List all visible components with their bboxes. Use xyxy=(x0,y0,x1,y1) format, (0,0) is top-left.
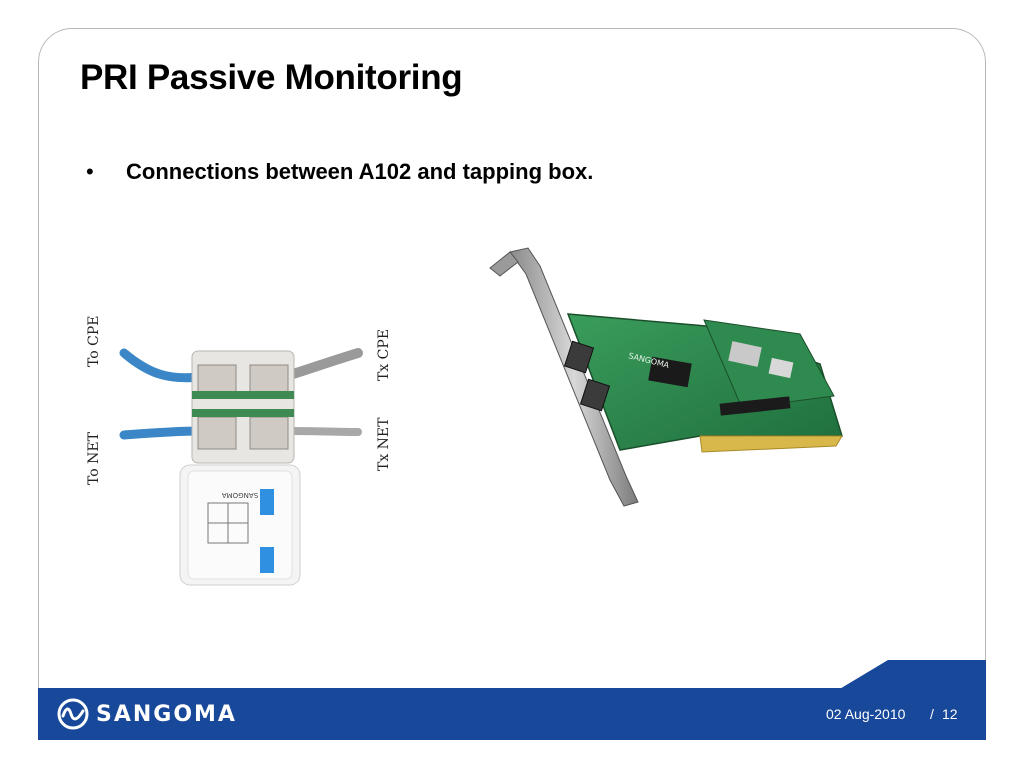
label-to-net: To NET xyxy=(86,432,102,485)
footer-separator: / xyxy=(930,706,934,722)
logo-text: SANGOMA xyxy=(96,701,237,727)
bullet-text: Connections between A102 and tapping box… xyxy=(126,159,594,184)
tapping-box-illustration: SANGOMA xyxy=(119,348,363,586)
footer-bar xyxy=(38,688,986,740)
bullet-marker: • xyxy=(86,159,94,184)
slide-title: PRI Passive Monitoring xyxy=(80,58,463,97)
label-to-cpe: To CPE xyxy=(86,315,102,367)
footer-date: 02 Aug-2010 xyxy=(826,706,906,722)
label-tx-net: Tx NET xyxy=(376,417,392,472)
tapping-box-figure: SANGOMA To CPE To NET Tx CPE Tx NET xyxy=(80,305,400,590)
svg-text:SANGOMA: SANGOMA xyxy=(222,491,259,499)
sangoma-logo-icon xyxy=(57,698,89,730)
footer-page-number: 12 xyxy=(942,706,958,722)
a102-card-figure: SANGOMA xyxy=(450,240,850,520)
a102-card-illustration: SANGOMA xyxy=(489,247,844,507)
footer-logo: SANGOMA xyxy=(56,697,237,731)
label-tx-cpe: Tx CPE xyxy=(376,328,392,381)
